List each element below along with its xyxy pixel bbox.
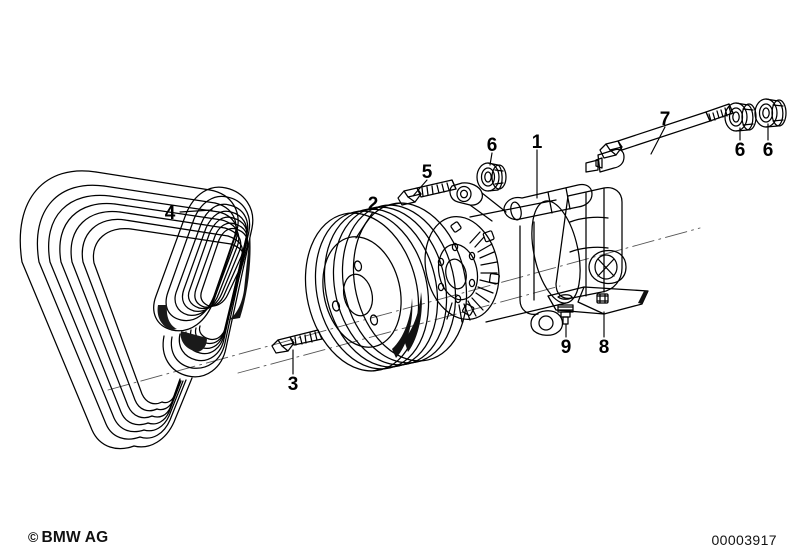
mounting-bracket-tab <box>547 286 649 315</box>
copyright-symbol: © <box>28 529 39 545</box>
bracket-bolt <box>557 304 574 325</box>
rubber-bushing-outer <box>754 98 787 128</box>
callout-7: 7 <box>660 109 671 130</box>
callout-1: 1 <box>532 132 543 153</box>
copyright-notice: ©BMW AG <box>28 529 108 547</box>
callout-4: 4 <box>165 203 176 224</box>
rubber-bushing-mid <box>724 102 757 132</box>
callout-5: 5 <box>422 162 433 183</box>
leader-lines <box>179 123 769 375</box>
v-ribbed-belt <box>19 170 254 450</box>
power-steering-pump <box>424 148 627 336</box>
callout-6-mid: 6 <box>735 140 746 161</box>
callout-3: 3 <box>288 374 299 395</box>
callout-6-outer: 6 <box>763 140 774 161</box>
pulley <box>304 202 468 372</box>
callout-6-upper: 6 <box>487 135 498 156</box>
callout-numbers: 1 2 3 4 5 6 7 6 6 8 9 <box>165 109 774 395</box>
leader-5 <box>412 179 428 197</box>
leader-7 <box>650 126 666 155</box>
centerline-axis-secondary <box>237 285 561 374</box>
callout-9: 9 <box>561 337 572 358</box>
leader-2 <box>355 211 374 239</box>
hex-bolt <box>397 179 457 206</box>
footer: ©BMW AG 00003917 <box>0 513 799 559</box>
callout-2: 2 <box>368 194 379 215</box>
diagram-part-number: 00003917 <box>711 532 777 548</box>
centerline-axis <box>107 227 701 391</box>
long-through-bolt <box>599 103 734 159</box>
copyright-owner: BMW AG <box>41 529 109 546</box>
rubber-bushing-upper <box>476 162 507 192</box>
callout-8: 8 <box>599 337 610 358</box>
leader-4 <box>179 209 213 213</box>
leader-6a <box>489 152 493 166</box>
